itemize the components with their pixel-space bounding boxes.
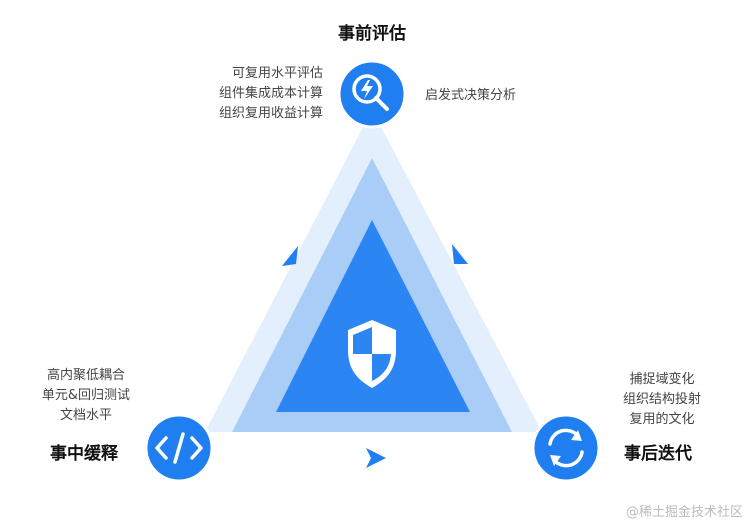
triangle-inner — [276, 220, 470, 412]
shield-icon — [348, 320, 396, 388]
code-icon — [155, 432, 203, 464]
top-node — [337, 59, 407, 129]
stage-before-left-list: 可复用水平评估 组件集成成本计算 组织复用收益计算 — [219, 64, 323, 124]
search-icon — [352, 74, 389, 111]
list-item: 复用的文化 — [629, 412, 695, 427]
list-item: 启发式决策分析 — [425, 88, 517, 103]
list-item: 组织结构投射 — [622, 392, 701, 407]
cycle-arrow-left — [282, 246, 298, 266]
stage-during-list: 高内聚低耦合 单元&回归测试 文档水平 — [24, 366, 148, 426]
list-item: 高内聚低耦合 — [46, 368, 125, 383]
list-item: 单元&回归测试 — [41, 388, 131, 403]
stage-title-before: 事前评估 — [338, 24, 406, 44]
cycle-arrow-right — [452, 244, 468, 264]
list-item: 可复用水平评估 — [231, 66, 323, 81]
bottom-right-node — [531, 413, 601, 483]
refresh-icon — [548, 428, 584, 468]
list-item: 文档水平 — [59, 408, 112, 423]
list-item: 组织复用收益计算 — [218, 106, 323, 121]
list-item: 组件集成成本计算 — [218, 86, 323, 101]
list-item: 捕捉域变化 — [629, 372, 695, 387]
stage-title-during: 事中缓释 — [50, 444, 118, 464]
stage-title-after: 事后迭代 — [624, 444, 692, 464]
cycle-arrow-bottom — [366, 448, 386, 468]
bottom-left-node — [144, 413, 214, 483]
watermark: @稀土掘金技术社区 — [625, 505, 743, 520]
stage-after-list: 捕捉域变化 组织结构投射 复用的文化 — [600, 370, 724, 430]
stage-before-right-list: 启发式决策分析 — [425, 86, 516, 106]
